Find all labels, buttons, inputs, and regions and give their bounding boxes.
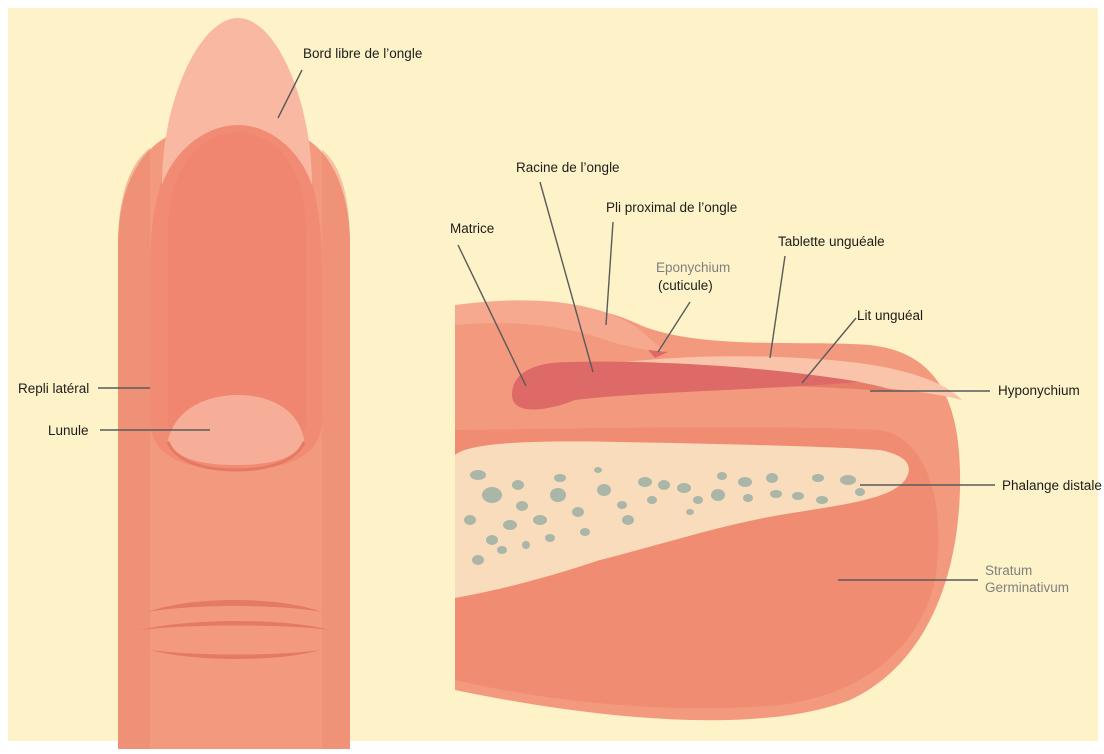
label-stratum-line1: Stratum	[985, 563, 1032, 578]
label-matrix: Matrice	[450, 221, 494, 236]
label-eponychium-line2: (cuticule)	[658, 278, 713, 293]
label-lateral-fold: Repli latéral	[18, 381, 89, 396]
label-stratum-line2: Germinativum	[985, 580, 1069, 595]
label-eponychium-line1: Eponychium	[656, 260, 730, 275]
label-lunula: Lunule	[48, 423, 89, 438]
label-nail-root: Racine de l’ongle	[516, 160, 620, 175]
finger-side-shadow	[118, 148, 150, 749]
label-nail-bed: Lit unguéal	[857, 308, 923, 323]
label-proximal-fold: Pli proximal de l’ongle	[606, 200, 737, 215]
finger-side-shadow-right	[322, 150, 350, 749]
finger-cross-section-icon	[455, 300, 962, 720]
label-distal-phalanx: Phalange distale	[1002, 478, 1102, 493]
label-nail-plate: Tablette unguéale	[778, 234, 885, 249]
label-free-edge: Bord libre de l’ongle	[303, 46, 422, 61]
label-hyponychium: Hyponychium	[998, 383, 1080, 398]
